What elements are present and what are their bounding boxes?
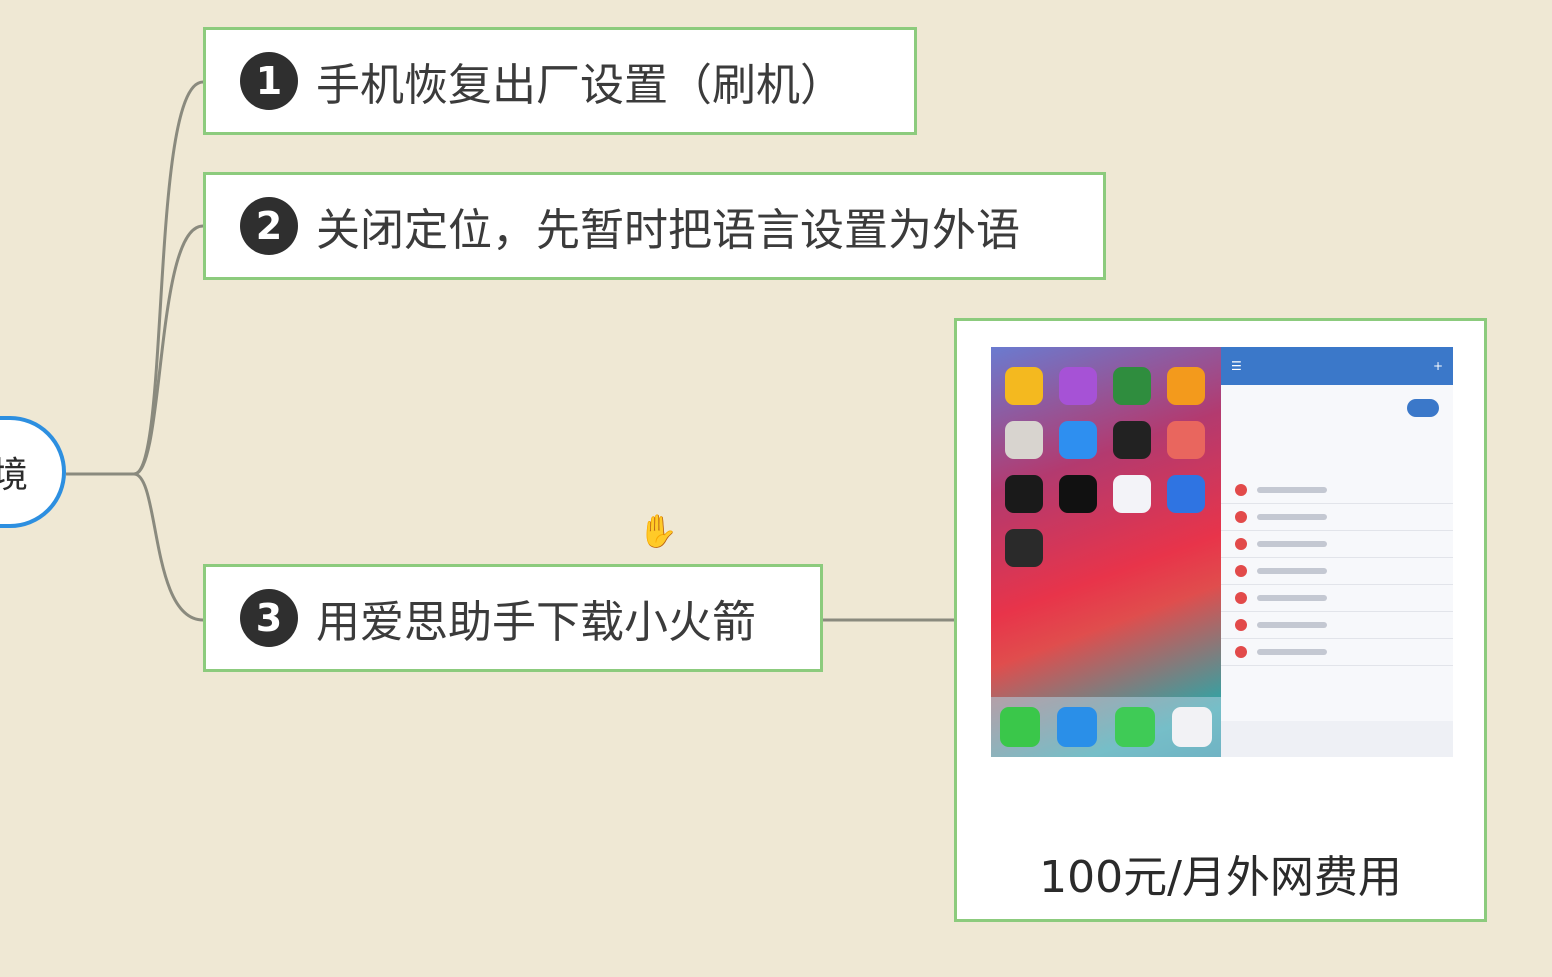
phone-screenshot-image: ☰ +: [991, 347, 1453, 757]
app-icon: [1059, 421, 1097, 459]
connector-root-topic-2: [133, 224, 204, 476]
safari-app-icon: [1057, 707, 1098, 747]
app-icon: [1059, 367, 1097, 405]
connector-root-topic-3: [133, 472, 204, 622]
app-icon: [1113, 367, 1151, 405]
server-row: [1221, 531, 1453, 558]
proxy-app-screen: ☰ +: [1221, 347, 1453, 757]
topic-number-badge-1: 1: [240, 52, 298, 110]
connector-root-topic-1: [66, 80, 204, 476]
app-icon-grid: [1005, 367, 1215, 567]
app-icon: [1167, 421, 1205, 459]
topic-node-2[interactable]: 2 关闭定位，先暂时把语言设置为外语: [203, 172, 1106, 280]
server-row: [1221, 612, 1453, 639]
server-row: [1221, 585, 1453, 612]
app-dock: [991, 697, 1221, 757]
topic-number-badge-3: 3: [240, 589, 298, 647]
server-row: [1221, 639, 1453, 666]
connection-toggle-icon: [1407, 399, 1439, 417]
server-row: [1221, 504, 1453, 531]
menu-icon: ☰: [1231, 359, 1242, 373]
app-icon: [1113, 475, 1151, 513]
topic-number-badge-2: 2: [240, 197, 298, 255]
hand-pointer-icon: ✋: [638, 512, 678, 550]
app-icon: [1167, 367, 1205, 405]
image-caption: 100元/月外网费用: [1039, 852, 1402, 903]
app-icon: [1005, 367, 1043, 405]
image-topic-node[interactable]: ☰ + 100元/月外网费用: [954, 318, 1487, 922]
app-icon: [1005, 529, 1043, 567]
app-icon: [1059, 475, 1097, 513]
app-icon: [1113, 421, 1151, 459]
proxy-app-title-bar: ☰ +: [1221, 347, 1453, 385]
server-row: [1221, 477, 1453, 504]
topic-label-2: 关闭定位，先暂时把语言设置为外语: [316, 205, 1020, 256]
app-icon: [1167, 475, 1205, 513]
topic-label-1: 手机恢复出厂设置（刷机）: [316, 60, 844, 111]
topic-label-3: 用爱思助手下载小火箭: [316, 597, 756, 648]
app-icon: [1005, 421, 1043, 459]
app-icon: [1005, 475, 1043, 513]
topic-node-3[interactable]: 3 用爱思助手下载小火箭: [203, 564, 823, 672]
server-row: [1221, 558, 1453, 585]
ios-home-screen: [991, 347, 1221, 757]
messages-app-icon: [1114, 707, 1155, 747]
proxy-app-tab-bar: [1221, 721, 1453, 757]
phone-app-icon: [999, 707, 1040, 747]
topic-node-1[interactable]: 1 手机恢复出厂设置（刷机）: [203, 27, 917, 135]
root-topic-label: 境: [0, 455, 28, 496]
add-icon: +: [1432, 359, 1443, 373]
music-app-icon: [1172, 707, 1213, 747]
